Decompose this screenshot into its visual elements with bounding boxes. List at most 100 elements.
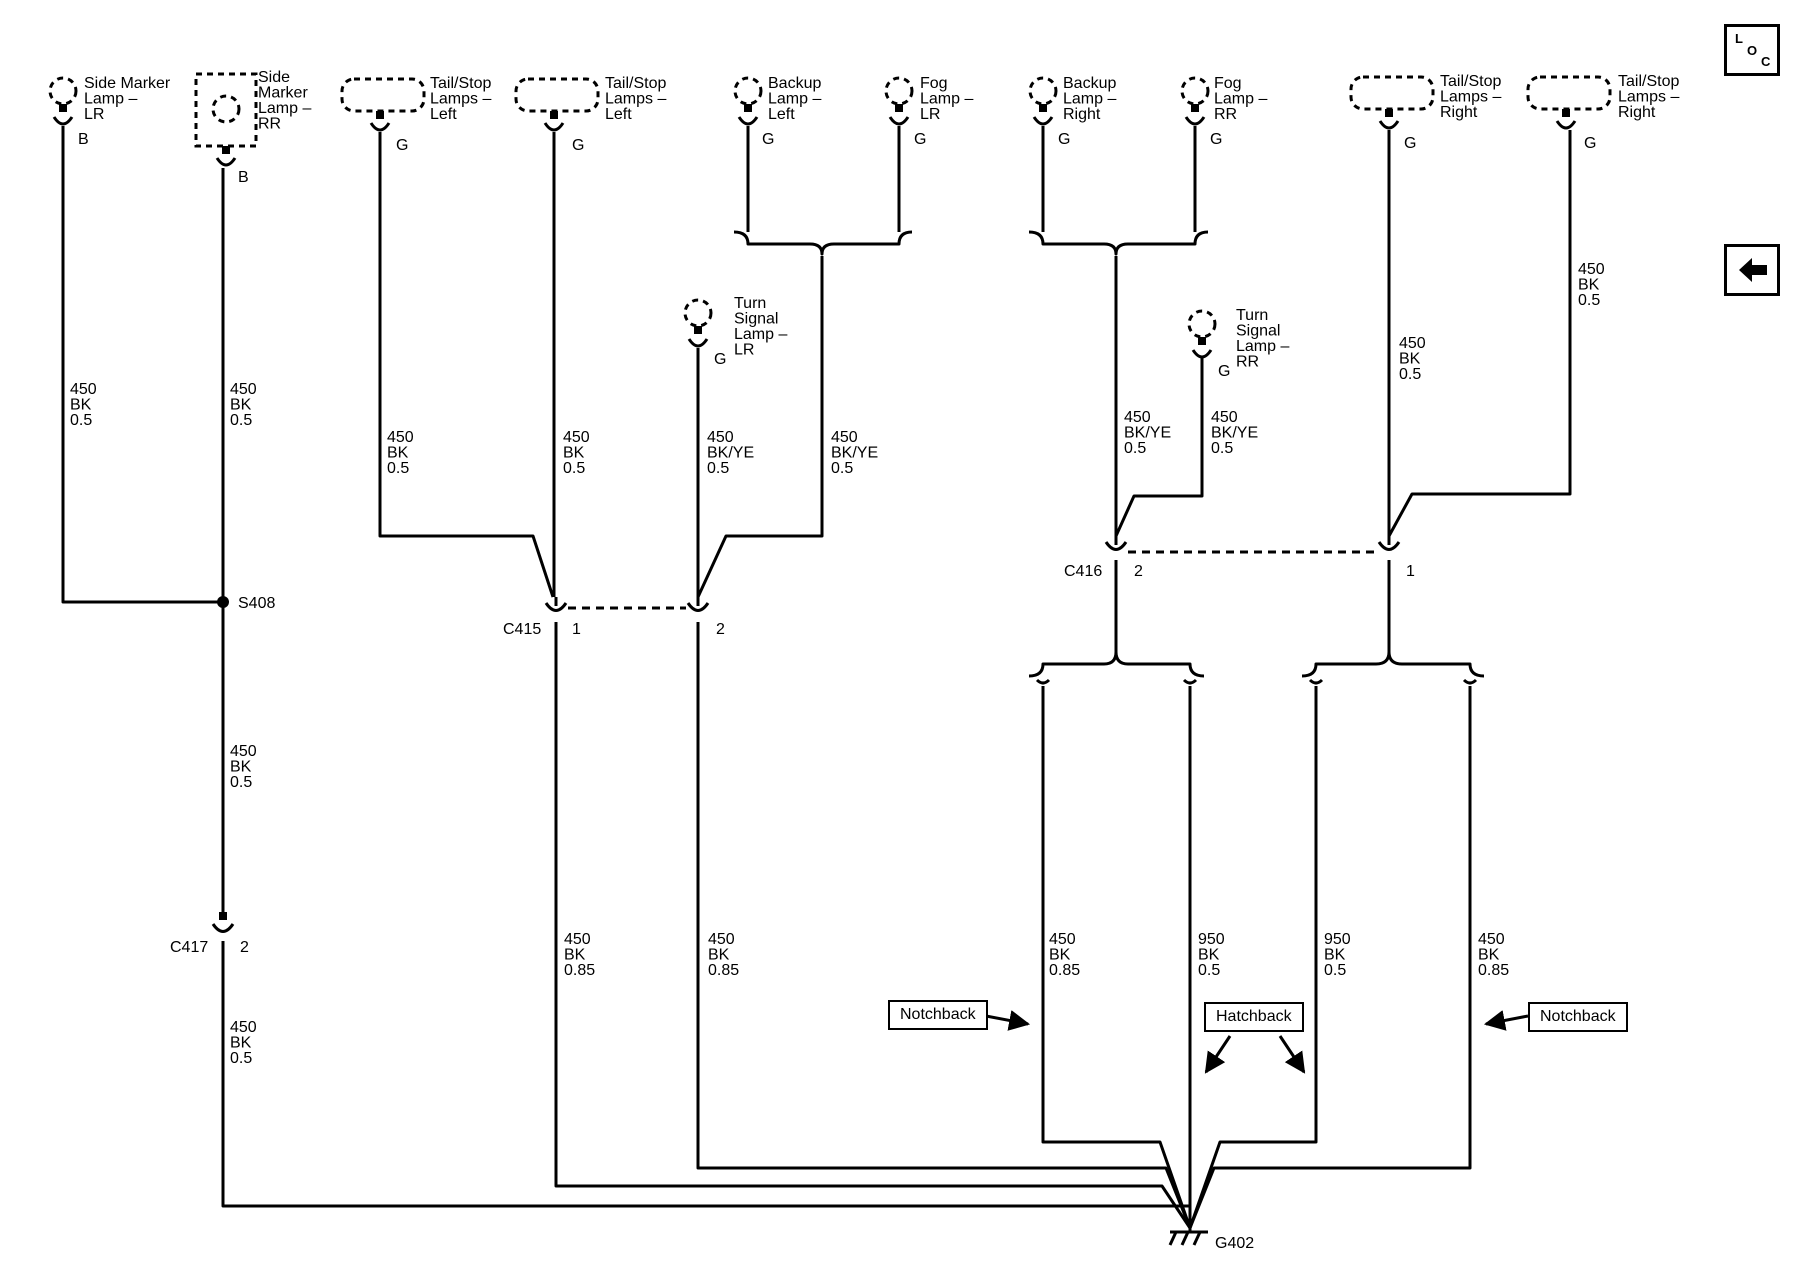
notchback-right-arrow xyxy=(1483,1010,1529,1031)
c415-pin1-symbol xyxy=(544,602,568,612)
c416-pin1-symbol xyxy=(1377,541,1401,551)
hatchback-tag: Hatchback xyxy=(1204,1002,1304,1032)
lamp-pin-tail-stop-right-1: G xyxy=(1404,135,1416,152)
brace-backup-fog-left xyxy=(733,230,913,256)
wire-hatchback-right xyxy=(1188,686,1318,1229)
tail-stop-lamps-right-1-symbol xyxy=(1349,75,1435,130)
left-arrow-icon xyxy=(1739,258,1767,282)
lamp-pin-turn-signal-rr: G xyxy=(1218,363,1230,380)
lamp-pin-tail-stop-left-2: G xyxy=(572,137,584,154)
hatchback-left-arrow xyxy=(1204,1035,1232,1074)
lamp-pin-turn-signal-lr: G xyxy=(714,351,726,368)
c417-label: C417 xyxy=(170,939,208,956)
wire-side-marker-lr xyxy=(61,126,223,604)
lamp-pin-side-marker-lr: B xyxy=(78,131,89,148)
wire-tail-stop-right-2 xyxy=(1387,130,1572,537)
notchback-left-tag: Notchback xyxy=(888,1000,988,1030)
brace-c416-pin1 xyxy=(1301,650,1485,678)
side-marker-lamp-lr-symbol xyxy=(48,76,78,126)
c416-pin2-symbol xyxy=(1104,541,1128,551)
fog-lamp-lr-symbol xyxy=(884,76,914,126)
lamp-pin-tail-stop-right-2: G xyxy=(1584,135,1596,152)
loc-letter-o: O xyxy=(1747,43,1758,58)
hatchback-right-arrow xyxy=(1278,1035,1306,1074)
wire-backup-fog-left xyxy=(696,256,824,598)
c415-pin2-label: 2 xyxy=(716,621,725,638)
lamp-pin-tail-stop-left-1: G xyxy=(396,137,408,154)
brace-c416-pin2 xyxy=(1028,650,1205,678)
wire-notchback-left xyxy=(1041,686,1192,1229)
c417-symbol xyxy=(211,923,235,933)
back-button[interactable] xyxy=(1724,244,1780,296)
s408-label: S408 xyxy=(238,595,275,612)
notchback-right-tag: Notchback xyxy=(1528,1002,1628,1032)
loc-letter-l: L xyxy=(1735,31,1743,46)
brace-backup-fog-right xyxy=(1028,230,1209,256)
wire-c417-g402 xyxy=(221,941,1190,1208)
g402-label: G402 xyxy=(1215,1235,1254,1252)
lamp-pin-side-marker-rr: B xyxy=(238,169,249,186)
wire-tail-stop-left-1 xyxy=(378,132,555,598)
wire-c415-pin1-g402 xyxy=(554,622,1192,1229)
lamp-pin-fog-rr: G xyxy=(1210,131,1222,148)
option-arrows xyxy=(985,1010,1529,1074)
lamp-symbols xyxy=(48,72,1612,359)
backup-lamp-right-symbol xyxy=(1028,76,1058,126)
harness-braces xyxy=(733,230,1485,685)
lamp-pin-backup-right: G xyxy=(1058,131,1070,148)
connector-symbols xyxy=(211,536,1401,933)
c415-pin1-label: 1 xyxy=(572,621,581,638)
lamp-pin-backup-left: G xyxy=(762,131,774,148)
turn-signal-lamp-lr-symbol xyxy=(683,298,713,348)
tail-stop-lamps-left-1-symbol xyxy=(340,77,426,132)
loc-button[interactable]: L O C xyxy=(1724,24,1780,76)
backup-lamp-left-symbol xyxy=(733,76,763,126)
fog-lamp-rr-symbol xyxy=(1180,76,1210,126)
ground-g402-symbol xyxy=(1168,1228,1208,1246)
wire-notchback-right xyxy=(1188,686,1472,1229)
s408-splice-dot xyxy=(217,596,229,608)
side-marker-lamp-rr-symbol xyxy=(194,72,258,167)
wire-turn-signal-rr xyxy=(1114,358,1204,537)
c416-pin1-label: 1 xyxy=(1406,563,1415,580)
c417-pin-label: 2 xyxy=(240,939,249,956)
loc-letter-c: C xyxy=(1761,54,1771,69)
c416-pin2-label: 2 xyxy=(1134,563,1143,580)
wire-c415-pin2-g402 xyxy=(696,622,1192,1229)
tail-stop-lamps-right-2-symbol xyxy=(1526,75,1612,130)
tail-stop-lamps-left-2-symbol xyxy=(514,77,600,132)
c416-label: C416 xyxy=(1064,563,1102,580)
wire-paths xyxy=(61,126,1572,1229)
turn-signal-lamp-rr-symbol xyxy=(1187,309,1217,359)
